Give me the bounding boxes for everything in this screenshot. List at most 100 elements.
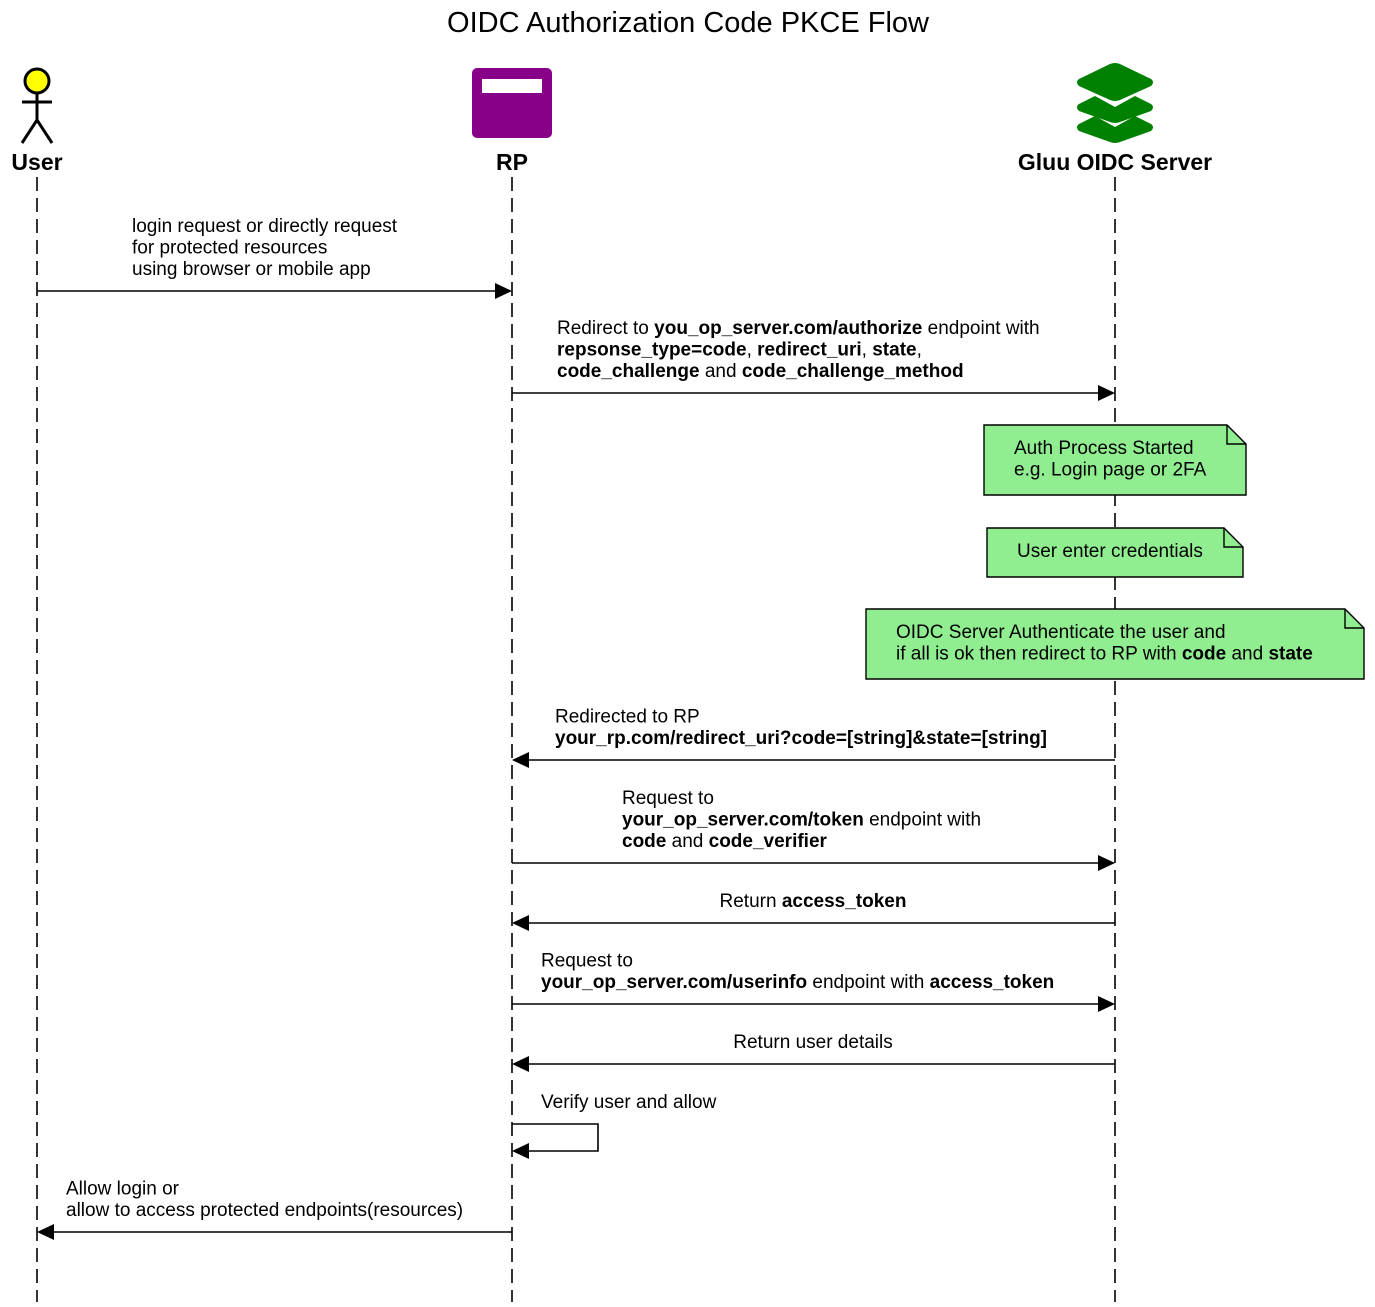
message-6-label-text: endpoint with [807,972,930,993]
message-2-label-text: , [862,340,873,361]
arrowhead-icon [1098,996,1115,1012]
server-label: Gluu OIDC Server [1018,149,1212,175]
note-3-label-text: OIDC Server Authenticate the user and [896,622,1226,643]
note-3-label-line-1: OIDC Server Authenticate the user and [896,622,1226,643]
message-2-label-text: code_challenge [557,361,700,382]
arrowhead-icon [1098,855,1115,871]
message-4-label-line-3: code and code_verifier [622,831,828,852]
message-2: Redirect to you_op_server.com/authorize … [512,318,1115,401]
stacked-layers-icon [1077,63,1153,143]
note-2: User enter credentials [986,527,1244,578]
message-2-label-text: , [747,340,758,361]
message-6-label-line-2: your_op_server.com/userinfo endpoint wit… [541,972,1054,993]
message-2-label-text: code_challenge_method [742,361,964,382]
stick-figure-icon [20,67,54,144]
user-label: User [11,149,62,175]
message-2-label-line-2: repsonse_type=code, redirect_uri, state, [557,340,922,361]
message-6-label-text: Request to [541,951,633,972]
message-2-label-text: state [872,340,916,361]
note-folded-corner [1344,609,1364,629]
message-1-label-line-2: for protected resources [132,238,327,259]
note-box [865,608,1365,680]
note-box [983,424,1247,496]
message-7: Return user details [512,1032,1115,1072]
message-5: Return access_token [512,891,1115,931]
note-2-label-line-1: User enter credentials [1017,541,1203,562]
message-9-label-line-1: Allow login or [66,1179,180,1200]
note-box [986,527,1244,578]
user-actor: User [11,67,63,175]
note-3-label-text: code [1182,644,1226,665]
message-9-label-line-2: allow to access protected endpoints(reso… [66,1200,463,1221]
message-4-label-text: code_verifier [709,831,828,852]
message-4-label-line-1: Request to [622,788,714,809]
note-1-label-text: e.g. Login page or 2FA [1014,460,1207,481]
message-4-label-text: Request to [622,788,714,809]
note-folded-corner [1226,425,1246,445]
message-9-label-text: Allow login or [66,1179,180,1200]
message-2-label-text: endpoint with [922,318,1039,339]
message-3-label-text: your_rp.com/redirect_uri?code=[string]&s… [555,728,1047,749]
message-5-label-text: access_token [782,891,907,912]
note-folded-corner [1223,528,1243,548]
message-7-label-text: Return user details [733,1032,892,1053]
message-1-label-line-1: login request or directly request [132,216,398,237]
arrowhead-icon [512,1143,529,1159]
message-4-label-text: endpoint with [864,810,981,831]
message-5-label-text: Return [720,891,782,912]
arrowhead-icon [37,1224,54,1240]
message-4-label-text: your_op_server.com/token [622,810,864,831]
message-1-label-line-3: using browser or mobile app [132,259,371,280]
message-6-label-text: access_token [930,972,1055,993]
message-2-label-line-3: code_challenge and code_challenge_method [557,361,964,382]
message-3-label-line-1: Redirected to RP [555,707,700,728]
message-4-label-text: code [622,831,666,852]
message-1-label-text: for protected resources [132,238,327,259]
message-2-label-text: and [700,361,742,382]
note-3-label-text: if all is ok then redirect to RP with [896,644,1182,665]
note-3-label-text: state [1268,644,1312,665]
note-3-label-line-2: if all is ok then redirect to RP with co… [896,644,1313,665]
rp-label: RP [496,149,528,175]
message-1-label-text: using browser or mobile app [132,259,371,280]
arrowhead-icon [512,915,529,931]
self-message-arrow-line [512,1123,599,1152]
message-8-label-line-1: Verify user and allow [541,1092,717,1113]
message-2-label-line-1: Redirect to you_op_server.com/authorize … [557,318,1040,339]
message-1-label-text: login request or directly request [132,216,398,237]
message-3: Redirected to RPyour_rp.com/redirect_uri… [512,707,1115,768]
note-2-label-text: User enter credentials [1017,541,1203,562]
message-4-label-line-2: your_op_server.com/token endpoint with [622,810,981,831]
note-1-label-line-2: e.g. Login page or 2FA [1014,460,1207,481]
message-3-label-line-2: your_rp.com/redirect_uri?code=[string]&s… [555,728,1047,749]
message-2-label-text: redirect_uri [757,340,862,361]
message-6-label-text: your_op_server.com/userinfo [541,972,807,993]
message-7-label-line-1: Return user details [733,1032,892,1053]
arrowhead-icon [512,752,529,768]
server-actor: Gluu OIDC Server [1018,63,1212,175]
note-1-label-text: Auth Process Started [1014,438,1194,459]
message-8: Verify user and allow [512,1092,717,1159]
arrowhead-icon [512,1056,529,1072]
note-1-label-line-1: Auth Process Started [1014,438,1194,459]
message-6-label-line-1: Request to [541,951,633,972]
message-4-label-text: and [666,831,708,852]
message-8-label-text: Verify user and allow [541,1092,717,1113]
arrowhead-icon [1098,385,1115,401]
arrowhead-icon [495,283,512,299]
note-3: OIDC Server Authenticate the user andif … [865,608,1365,680]
note-3-label-text: and [1226,644,1268,665]
message-5-label-line-1: Return access_token [720,891,907,912]
message-3-label-text: Redirected to RP [555,707,700,728]
browser-window-icon [472,68,552,138]
rp-actor: RP [472,68,552,175]
diagram-title: OIDC Authorization Code PKCE Flow [447,7,930,39]
